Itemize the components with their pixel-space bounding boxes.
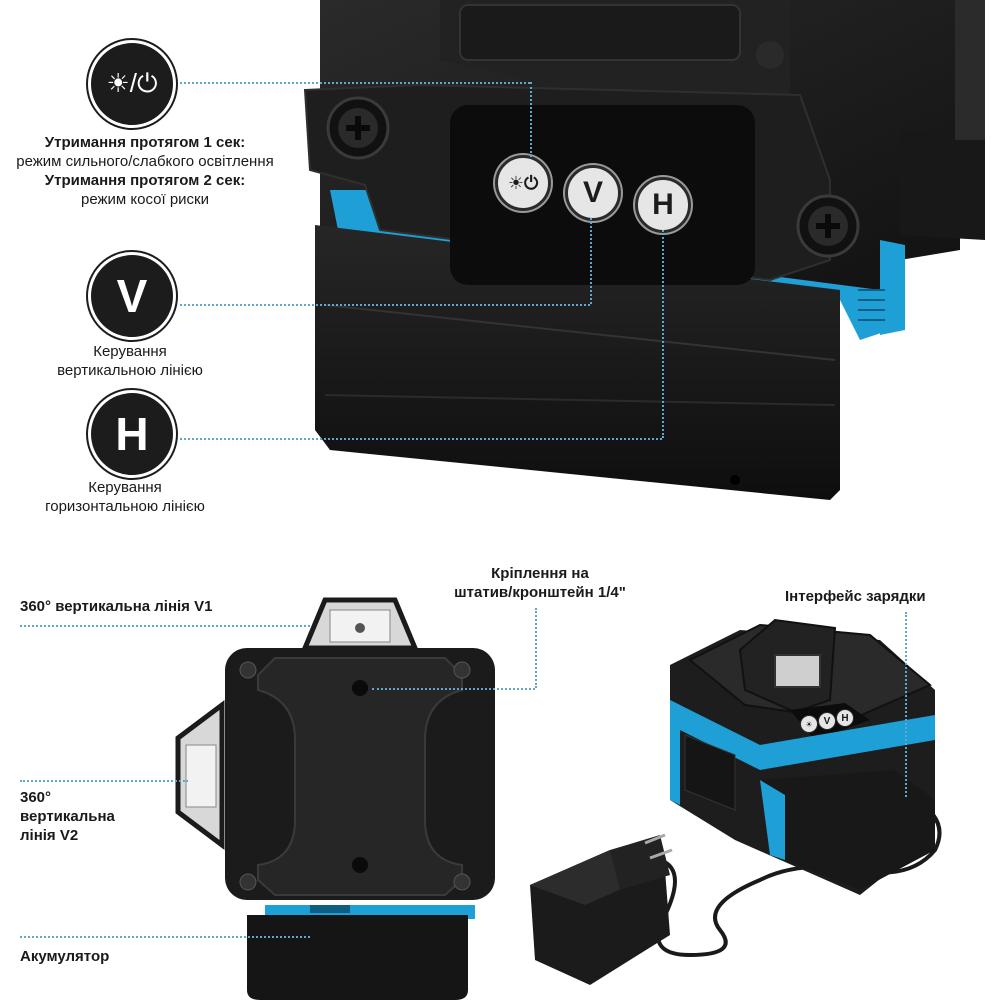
v-icon: V	[88, 252, 176, 340]
v-label: Керування вертикальною лінією	[57, 343, 203, 379]
v2-callout-line	[20, 780, 188, 782]
mini-v-button[interactable]: V	[818, 712, 836, 730]
power-callout-line	[180, 82, 530, 84]
power-label: Утримання протягом 1 сек: режим сильного…	[16, 134, 274, 208]
panel-v-button[interactable]: V	[565, 165, 621, 221]
h-icon: H	[88, 390, 176, 478]
battery-label: Акумулятор	[20, 948, 110, 965]
charge-label: Інтерфейс зарядки	[785, 588, 926, 605]
panel-power-button[interactable]: ☀⏻	[495, 155, 551, 211]
h-callout-drop	[662, 230, 664, 438]
charge-callout-drop	[905, 612, 907, 797]
h-callout-line	[180, 438, 662, 440]
mount-callout-line	[372, 688, 535, 690]
v-callout-drop	[590, 218, 592, 304]
v2-label: 360° вертикальна лінія V2	[20, 789, 115, 844]
power-light-icon: ☀/⏻	[88, 40, 176, 128]
battery-callout-line	[20, 936, 310, 938]
mini-h-button[interactable]: H	[836, 709, 854, 727]
mini-power-button[interactable]: ☀	[800, 715, 818, 733]
v-callout-line	[180, 304, 590, 306]
mount-callout-drop	[535, 608, 537, 688]
v1-callout-line	[20, 625, 310, 627]
panel-h-button[interactable]: H	[635, 177, 691, 233]
mount-label: Кріплення на штатив/кронштейн 1/4"	[454, 565, 626, 601]
v1-label: 360° вертикальна лінія V1	[20, 598, 213, 615]
power-callout-drop	[530, 82, 532, 157]
h-label: Керування горизонтальною лінією	[45, 479, 205, 515]
